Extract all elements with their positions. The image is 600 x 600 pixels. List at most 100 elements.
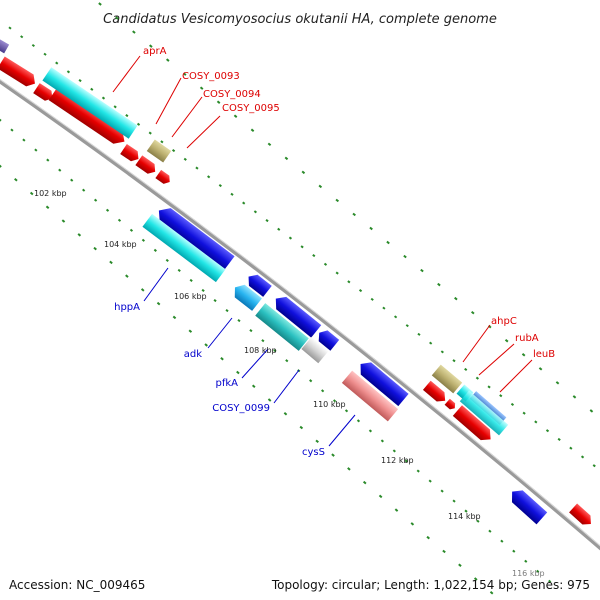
gene-cosy-0095[interactable] <box>155 169 172 186</box>
tick-mark <box>220 356 224 361</box>
kbp-label: 106 kbp <box>174 292 207 301</box>
label-ahpc[interactable]: ahpC <box>491 316 517 327</box>
label-hppa[interactable]: hppA <box>114 302 140 313</box>
gene-blue-cyss-outer[interactable] <box>355 358 409 407</box>
tick-mark <box>284 156 289 161</box>
tick-mark <box>312 254 316 258</box>
gene-blue-large[interactable] <box>153 203 235 271</box>
gene-purple-edge[interactable] <box>0 36 10 54</box>
tick-mark <box>380 439 384 443</box>
gene-red-2[interactable] <box>33 83 55 103</box>
gene-red-edge[interactable] <box>569 503 595 529</box>
tick-mark <box>149 44 153 48</box>
tick-mark <box>93 198 98 202</box>
tick-mark <box>440 350 444 354</box>
label-pfka[interactable]: pfkA <box>216 378 239 389</box>
gene-ahpc-khaki[interactable] <box>431 364 463 394</box>
label-cosy-0099[interactable]: COSY_0099 <box>212 403 270 414</box>
topology-text: Topology: circular; Length: 1,022,154 bp… <box>271 578 590 592</box>
tick-mark <box>117 218 122 222</box>
gene-red-1[interactable] <box>0 56 39 89</box>
tick-mark <box>464 509 468 513</box>
tick-mark <box>171 149 176 153</box>
tick-mark <box>153 248 157 252</box>
tick-mark <box>352 212 356 217</box>
gene-cosy-0094-khaki[interactable] <box>146 139 172 163</box>
gene-cyan-apra-dup[interactable] <box>42 67 138 139</box>
gene-ahpc[interactable] <box>422 380 449 406</box>
tick-mark <box>426 535 430 540</box>
tick-mark <box>225 308 229 313</box>
tick-mark <box>512 549 516 553</box>
gene-cyss[interactable] <box>341 370 399 422</box>
kbp-label: 104 kbp <box>104 240 137 249</box>
tick-mark <box>165 58 170 62</box>
tick-mark <box>78 78 82 83</box>
tick-mark <box>70 178 74 182</box>
tick-mark <box>440 489 444 493</box>
label-apra[interactable]: aprA <box>143 46 167 57</box>
label-cosy-0095[interactable]: COSY_0095 <box>222 103 280 114</box>
tick-mark <box>277 227 281 231</box>
tick-mark <box>55 61 59 65</box>
tick-mark <box>46 158 50 162</box>
gene-adk[interactable] <box>230 281 262 311</box>
tick-mark <box>265 219 269 223</box>
tick-mark <box>504 339 509 343</box>
gene-cosy-0093[interactable] <box>120 143 142 164</box>
kbp-label: 112 kbp <box>381 456 414 465</box>
map-title: Candidatus Vesicomyosocius okutanii HA, … <box>103 12 497 27</box>
gene-hppa[interactable] <box>142 213 226 283</box>
gene-pfka[interactable] <box>255 303 309 351</box>
gene-blue-small-2[interactable] <box>315 327 340 351</box>
tick-mark <box>536 569 540 573</box>
label-leub[interactable]: leuB <box>533 349 555 360</box>
tick-mark <box>335 198 340 203</box>
tick-mark <box>510 402 515 406</box>
tick-mark <box>499 394 503 398</box>
label-ruba[interactable]: rubA <box>515 333 539 344</box>
gene-cosy-0094[interactable] <box>135 155 158 176</box>
tick-mark <box>404 459 408 463</box>
tick-mark <box>299 425 304 430</box>
tick-mark <box>321 389 325 393</box>
tick-mark <box>545 429 550 433</box>
tick-mark <box>273 349 277 353</box>
tick-mark <box>471 310 475 315</box>
tick-mark <box>267 142 272 147</box>
gene-rubA[interactable] <box>444 398 458 412</box>
tick-mark <box>315 439 319 444</box>
gene-leub[interactable] <box>452 405 495 444</box>
tick-mark <box>156 301 161 306</box>
label-cosy-0094[interactable]: COSY_0094 <box>203 89 261 100</box>
tick-mark <box>555 381 560 385</box>
tick-mark <box>416 469 420 473</box>
label-cosy-0093[interactable]: COSY_0093 <box>182 71 240 82</box>
tick-mark <box>29 191 34 196</box>
genome-backbone <box>0 78 600 551</box>
tick-mark <box>189 278 193 283</box>
gene-blue-114[interactable] <box>507 486 548 525</box>
tick-mark <box>125 274 129 278</box>
kbp-label: 110 kbp <box>313 400 346 409</box>
tick-mark <box>437 282 441 287</box>
reverse-gene-labels: hppA adk pfkA COSY_0099 cysS <box>114 302 325 458</box>
label-adk[interactable]: adk <box>184 349 202 360</box>
tick-mark <box>309 379 313 383</box>
tick-mark <box>195 166 199 170</box>
tick-mark <box>177 268 181 273</box>
tick-mark <box>589 409 594 413</box>
tick-mark <box>344 409 349 413</box>
tick-mark <box>20 35 24 39</box>
tick-mark <box>261 339 265 343</box>
gene-leub-cyan[interactable] <box>459 390 509 436</box>
tick-mark <box>201 288 205 293</box>
gene-blue-small-1[interactable] <box>244 271 272 297</box>
gene-apra[interactable] <box>48 86 129 148</box>
gene-blue-medium[interactable] <box>271 292 322 338</box>
tick-mark <box>572 395 577 399</box>
label-cyss[interactable]: cysS <box>302 447 325 458</box>
tick-mark <box>347 467 351 471</box>
gene-cosy-0099[interactable] <box>301 336 329 364</box>
tick-mark <box>204 343 208 347</box>
